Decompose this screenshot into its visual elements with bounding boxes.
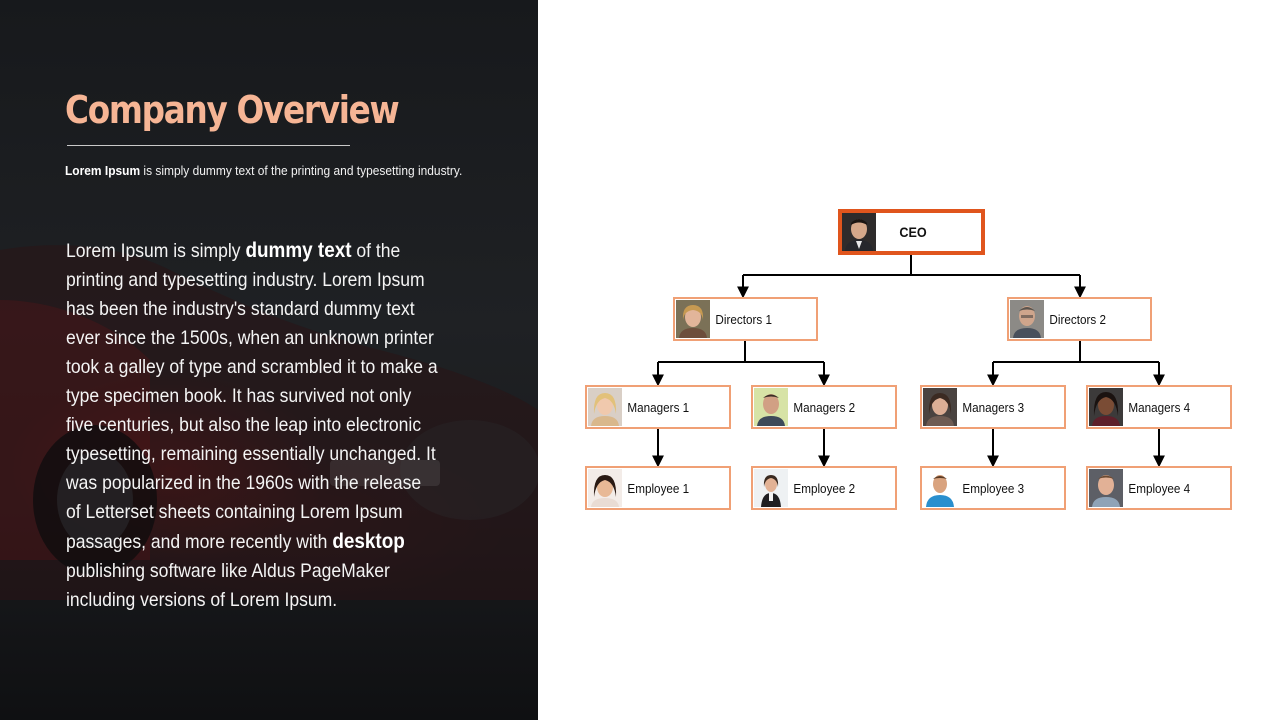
org-node-employee-1[interactable]: Employee 1 [585,466,731,510]
employee-3-label: Employee 3 [962,480,1025,496]
car-background-image [0,245,538,601]
manager-3-label: Managers 3 [962,399,1025,415]
org-node-employee-2[interactable]: Employee 2 [751,466,897,510]
connector-ceo-bus [743,254,1080,276]
body-part-2: of the printing and typesetting industry… [66,240,438,553]
left-panel: Company Overview Lorem Ipsum is simply d… [0,0,538,720]
male-avatar-icon [1089,469,1123,507]
org-node-director-1[interactable]: Directors 1 [673,297,818,341]
female-avatar-icon [923,388,957,426]
org-node-director-2[interactable]: Directors 2 [1007,297,1152,341]
female-avatar-icon [588,469,622,507]
ceo-label: CEO [899,224,927,240]
org-node-employee-3[interactable]: Employee 3 [920,466,1066,510]
male-avatar-icon [923,469,957,507]
employee-2-label: Employee 2 [793,480,856,496]
body-bold-2: desktop [332,530,405,553]
body-part-3: publishing software like Aldus PageMaker… [66,560,390,611]
male-avatar-icon [754,388,788,426]
manager-1-label: Managers 1 [627,399,690,415]
slide-subtitle: Lorem Ipsum is simply dummy text of the … [65,163,462,178]
slide-title: Company Overview [65,88,400,132]
director-2-label: Directors 2 [1049,311,1106,327]
employee-4-label: Employee 4 [1128,480,1191,496]
body-paragraph: Lorem Ipsum is simply dummy text of the … [66,236,440,615]
org-node-manager-3[interactable]: Managers 3 [920,385,1066,429]
body-bold-1: dummy text [245,239,352,262]
female-avatar-icon [588,388,622,426]
subtitle-bold: Lorem Ipsum [65,163,141,178]
org-node-manager-2[interactable]: Managers 2 [751,385,897,429]
female-avatar-icon [676,300,710,338]
male-avatar-icon [842,213,876,251]
connector-dir2-bus [993,341,1159,363]
manager-2-label: Managers 2 [793,399,856,415]
employee-1-label: Employee 1 [627,480,690,496]
body-part-1: Lorem Ipsum is simply [66,240,246,262]
title-underline [67,145,350,146]
female-avatar-icon [754,469,788,507]
connector-dir1-bus [658,341,824,363]
male-avatar-icon [1010,300,1044,338]
org-node-employee-4[interactable]: Employee 4 [1086,466,1232,510]
director-1-label: Directors 1 [715,311,772,327]
org-node-manager-1[interactable]: Managers 1 [585,385,731,429]
manager-4-label: Managers 4 [1128,399,1191,415]
female-avatar-icon [1089,388,1123,426]
org-node-manager-4[interactable]: Managers 4 [1086,385,1232,429]
subtitle-text: is simply dummy text of the printing and… [140,163,463,178]
org-node-ceo[interactable]: CEO [838,209,985,255]
